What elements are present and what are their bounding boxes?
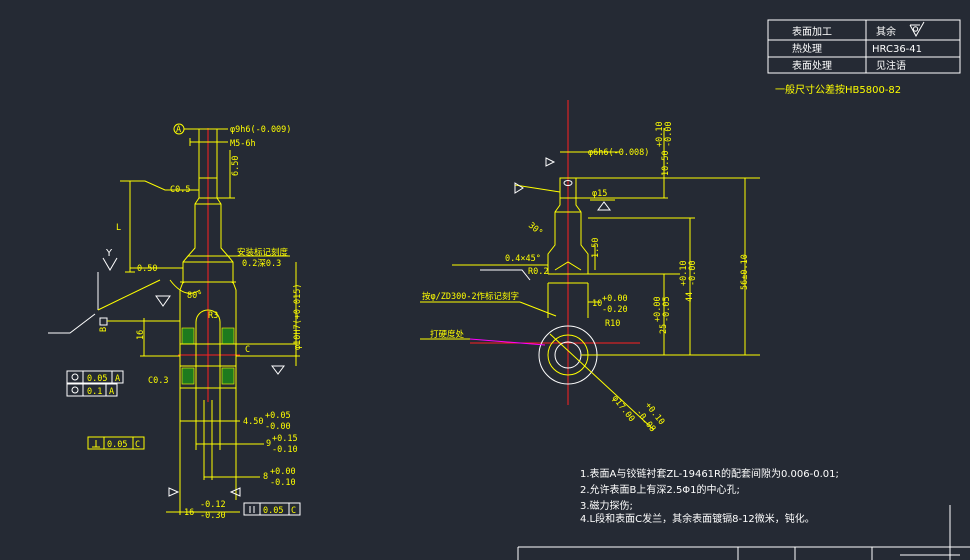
dim-8-lo: -0.10 (270, 478, 296, 488)
angle-30-label: 30° (526, 221, 544, 239)
datum-b-box (99, 317, 108, 326)
par-ref: C (291, 506, 296, 516)
dim-16-label: 16 (136, 330, 146, 340)
dia-9h6-label: φ9h6(-0.009) (230, 125, 291, 135)
dia-17-label: φ17.00 (610, 394, 637, 424)
title-row2-value: HRC36-41 (872, 44, 922, 55)
dim-10-lo: -0.20 (602, 305, 628, 315)
note-press: 按φ/ZD300-2作标记刻字 (422, 291, 519, 302)
angle-80-label: 80° (187, 291, 202, 301)
dim-25-up: +0.00 (653, 296, 663, 322)
perp-value: 0.05 (107, 440, 127, 450)
perpendicularity-frame: 0.05 C (87, 436, 145, 450)
note-3: 3.磁力探伤; (580, 499, 633, 512)
dim-050-label: 0.50 (137, 264, 157, 274)
roughness-y-label: Y (105, 248, 113, 259)
datum-a-label: A (176, 125, 181, 135)
dia-6h6-label: φ6h6(-0.008) (588, 148, 649, 158)
title-row1-label: 表面加工 (792, 25, 832, 38)
right-view: φ6h6(-0.008) 10.50 +0.10 -0.00 φ15 30° 1… (420, 100, 760, 434)
dim-650-label: 6.50 (231, 156, 241, 176)
hardness-leader (469, 338, 546, 346)
dim-9-up: +0.15 (272, 434, 298, 444)
technical-notes: 1.表面A与铰链衬套ZL-19461R的配套间隙为0.006-0.01; 2.允… (580, 467, 839, 525)
note-4: 4.L段和表面C发兰，其余表面镀镉8-12微米，钝化。 (580, 512, 815, 525)
left-shaft-outline-l (182, 178, 200, 284)
roughness-symbol-icon (909, 21, 925, 38)
tol1-ref: A (115, 374, 120, 384)
dim-9-label: 9 (266, 439, 271, 449)
dim-1050-up: +0.10 (655, 121, 665, 147)
dia-10h7-label: φ10H7(+0.015) (293, 283, 303, 350)
dim-10-label: 10 (592, 299, 602, 309)
tol2-value: 0.1 (87, 387, 102, 397)
dim-16b-lo: -0.30 (200, 511, 226, 521)
note-2: 2.允许表面B上有深2.5Φ1的中心孔; (580, 483, 740, 496)
dim-44-lo: -0.00 (688, 260, 698, 286)
dim-44-up: +0.10 (679, 260, 689, 286)
chamfer-top-label: C0.5 (170, 185, 190, 195)
concentricity-icon (71, 386, 79, 394)
tol2-ref: A (109, 387, 114, 397)
tolerance-frame-2: 0.1 A (66, 383, 118, 397)
dim-25-lo: -0.05 (662, 296, 672, 322)
dim-8-label: 8 (263, 472, 268, 482)
parallelism-frame: 0.05 C (243, 502, 301, 516)
title-block: 表面加工 其余 热处理 HRC36-41 表面处理 见注语 (767, 19, 961, 74)
left-view: A φ9h6(-0.009) M5-6h 6.50 C0.5 L 0.50 安装… (48, 123, 303, 521)
left-shaft-outline-r (216, 178, 234, 284)
note-mark2: 0.2深0.3 (242, 259, 281, 269)
tol1-value: 0.05 (87, 374, 107, 384)
note-hard: 打硬度处 (430, 329, 465, 340)
dim-25-label: 25 (659, 324, 669, 334)
label-c: C (245, 345, 250, 355)
len-l-label: L (116, 223, 121, 233)
dim-450-up: +0.05 (265, 411, 291, 421)
dia-15-label: φ15 (592, 189, 607, 199)
par-value: 0.05 (263, 506, 283, 516)
dim-450-label: 4.50 (243, 417, 263, 427)
title-row3-label: 表面处理 (792, 59, 832, 72)
note-1: 1.表面A与铰链衬套ZL-19461R的配套间隙为0.006-0.01; (580, 467, 839, 480)
title-row1-value: 其余 (876, 25, 896, 38)
datum-b-label: B (99, 327, 109, 332)
dim-1050-label: 10.50 (661, 150, 671, 176)
title-row2-label: 热处理 (792, 42, 822, 55)
r02-label: R0.2 (528, 267, 548, 277)
chamfer-bot-label: C0.3 (148, 376, 168, 386)
roughness-y-icon (102, 257, 118, 271)
dim-150-label: 1.50 (591, 238, 601, 258)
note-mark1: 安装标记刻度 (237, 247, 289, 258)
dim-16b-up: -0.12 (200, 500, 226, 510)
perp-ref: C (135, 440, 140, 450)
r3-label: R3 (208, 311, 218, 321)
drawing-frame-corner (517, 505, 970, 560)
dim-56-label: 56±0.10 (740, 254, 750, 290)
dim-450-lo: -0.00 (265, 422, 291, 432)
general-tolerance-note: 一般尺寸公差按HB5800-82 (775, 83, 901, 96)
r10-label: R10 (605, 319, 620, 329)
dim-16b-label: 16 (184, 508, 194, 518)
dim-9-lo: -0.10 (272, 445, 298, 455)
dim-1050-lo: -0.00 (664, 121, 674, 147)
title-row3-value: 见注语 (876, 59, 906, 72)
dim-44-label: 44 (685, 292, 695, 302)
dim-10-up: +0.00 (602, 294, 628, 304)
chamfer-045-label: 0.4×45° (505, 254, 541, 264)
thread-label: M5-6h (230, 139, 256, 149)
position-icon (71, 373, 79, 381)
dim-8-up: +0.00 (270, 467, 296, 477)
tolerance-frame-1: 0.05 A (66, 370, 124, 384)
